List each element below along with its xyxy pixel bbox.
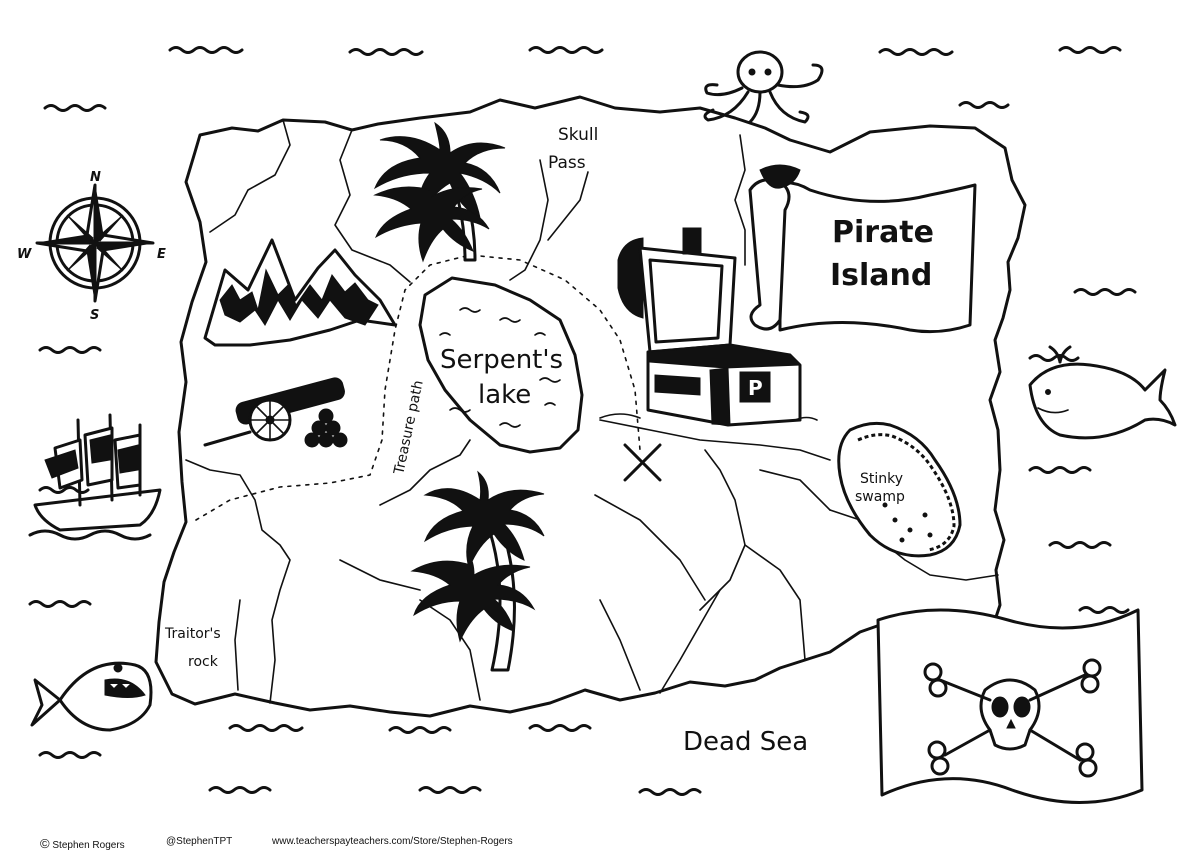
palm-tree-top-icon (373, 121, 506, 263)
compass-west: W (17, 247, 32, 262)
treasure-path-label: Treasure path (391, 379, 427, 477)
cannon-icon (203, 377, 348, 448)
copyright-symbol: © (40, 836, 50, 851)
traitors-rock: Traitor's rock (164, 626, 221, 670)
pirate-ship-icon (28, 413, 162, 541)
banner-line2: Island (830, 258, 932, 293)
footer-url[interactable]: www.teacherspayteachers.com/Store/Stephe… (272, 836, 513, 847)
jolly-roger-flag-icon (876, 608, 1144, 804)
dead-sea-label: Dead Sea (683, 727, 808, 757)
stinky-swamp: Stinky swamp (837, 421, 962, 558)
sea-waves (28, 46, 1137, 796)
treasure-path-line (195, 254, 641, 521)
serpents-lake-line1: Serpent's (440, 345, 563, 375)
title-banner: Pirate Island (748, 164, 977, 334)
stinky-swamp-line1: Stinky (860, 471, 903, 487)
compass-north: N (90, 170, 101, 185)
traitors-rock-line1: Traitor's (164, 626, 221, 642)
region-borders (185, 119, 999, 704)
footer-copyright: © Stephen Rogers (40, 836, 125, 851)
compass-rose-icon: N S E W (17, 170, 166, 323)
footer-handle: @StephenTPT (166, 836, 233, 847)
stinky-swamp-line2: swamp (855, 489, 905, 505)
chest-lock-letter: P (748, 376, 763, 400)
skull-pass-line1: Skull (558, 125, 598, 145)
compass-east: E (157, 247, 166, 262)
traitors-rock-line2: rock (188, 654, 219, 670)
compass-south: S (90, 308, 99, 323)
serpents-lake: Serpent's lake (418, 276, 584, 454)
fish-icon (30, 661, 153, 732)
palm-tree-bottom-icon (410, 470, 545, 672)
skull-pass-line2: Pass (548, 153, 586, 173)
treasure-chest-icon: P (599, 227, 818, 427)
footer-author: Stephen Rogers (52, 840, 125, 851)
octopus-icon (703, 50, 824, 124)
banner-line1: Pirate (832, 215, 934, 250)
treasure-x-mark (623, 443, 662, 482)
mountains (203, 238, 397, 347)
serpents-lake-line2: lake (478, 380, 531, 410)
whale-icon (1028, 345, 1177, 440)
